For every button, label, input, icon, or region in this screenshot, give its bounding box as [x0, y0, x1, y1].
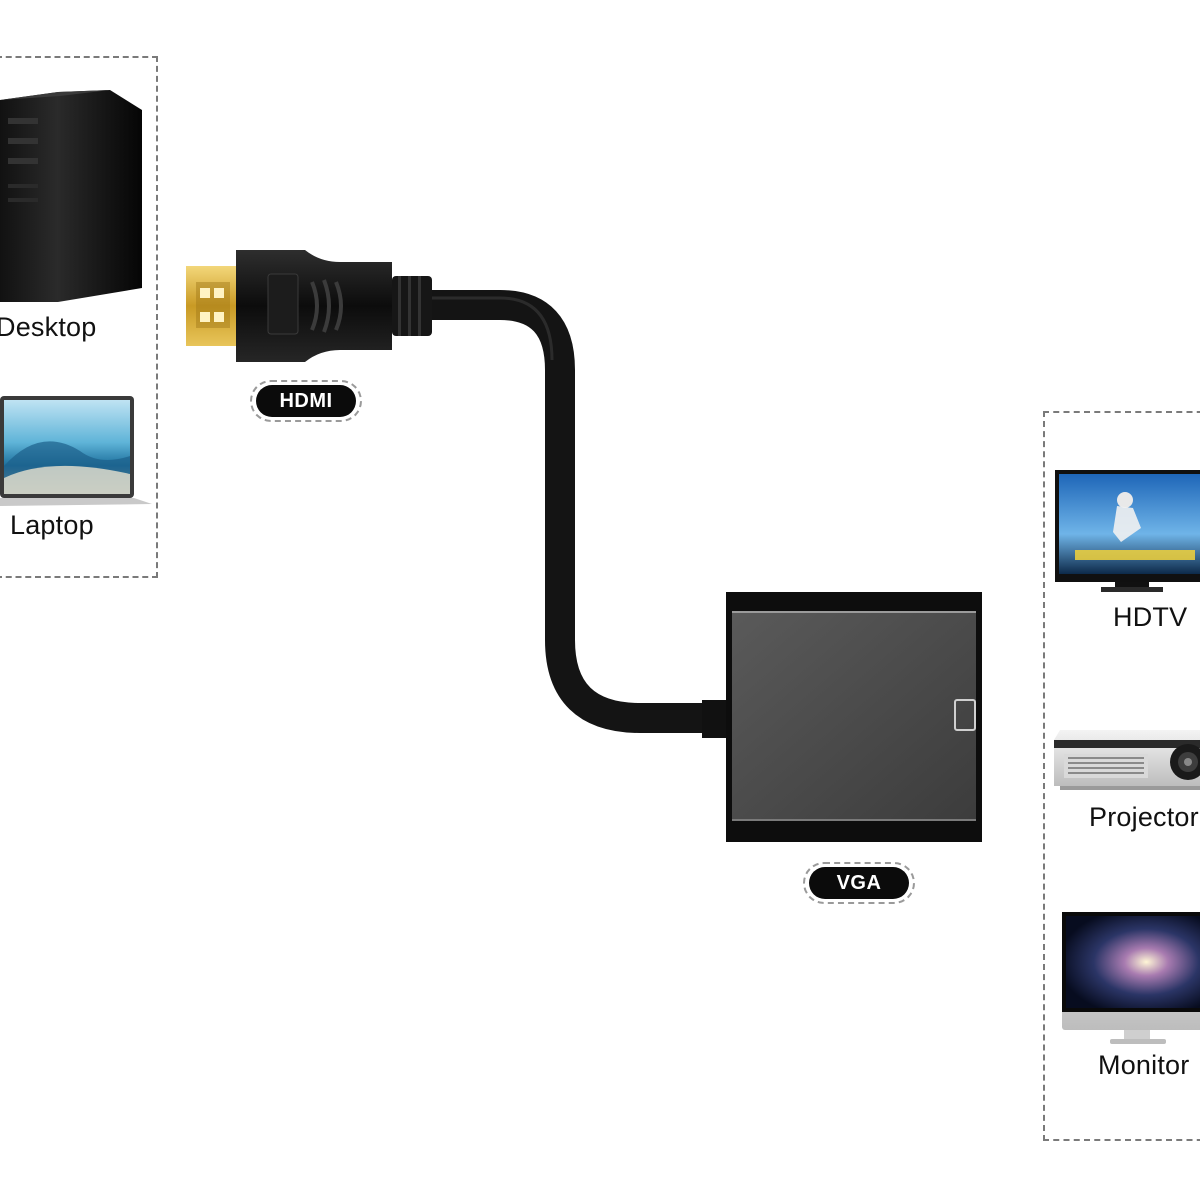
hdtv-label: HDTV	[1113, 602, 1187, 633]
hdmi-label: HDMI	[256, 385, 356, 417]
hdmi-gold-tip	[186, 266, 238, 346]
hdmi-plug-body	[236, 250, 432, 362]
projector-icon	[1050, 728, 1200, 792]
hdtv-icon	[1055, 470, 1200, 592]
cable-path	[432, 305, 710, 718]
projector-label: Projector	[1089, 802, 1199, 833]
hdmi-label-pill: HDMI	[250, 380, 362, 422]
vga-label: VGA	[809, 867, 909, 899]
monitor-icon	[1062, 912, 1200, 1044]
monitor-label: Monitor	[1098, 1050, 1189, 1081]
vga-label-pill: VGA	[803, 862, 915, 904]
vga-adapter-box	[702, 592, 982, 842]
